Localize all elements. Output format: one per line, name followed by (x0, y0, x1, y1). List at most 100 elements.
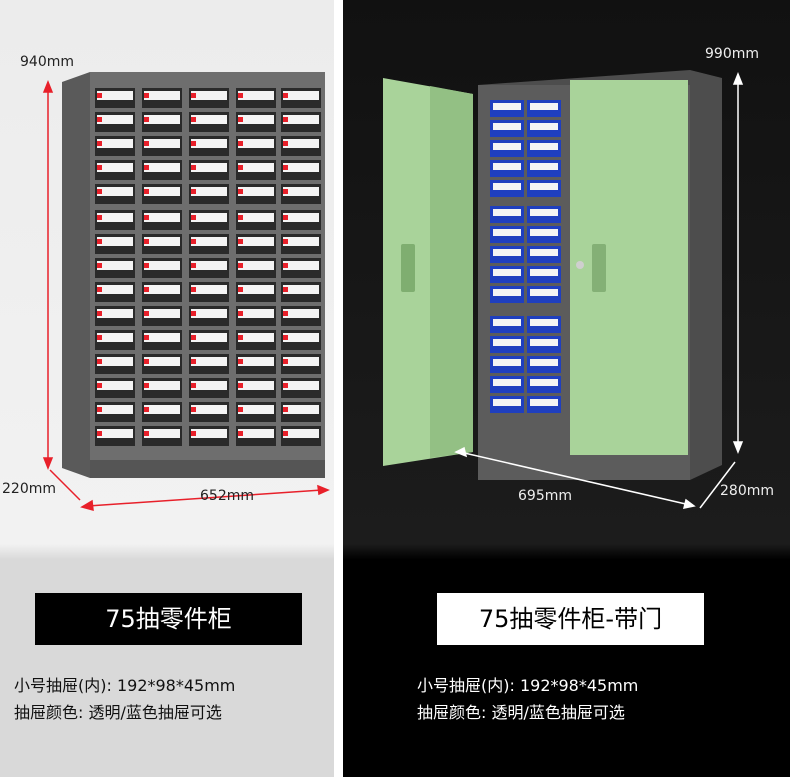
left-width-label: 652mm (200, 488, 254, 504)
drawer (95, 282, 135, 302)
drawer (281, 112, 321, 132)
drawer (527, 160, 561, 177)
drawer (236, 234, 276, 254)
drawer (490, 246, 524, 263)
drawer (490, 286, 524, 303)
drawer (95, 112, 135, 132)
right-spec-size: 小号抽屉(内): 192*98*45mm (417, 676, 639, 695)
drawer (189, 282, 229, 302)
drawer (142, 426, 182, 446)
drawer (189, 402, 229, 422)
right-depth-label: 280mm (720, 483, 774, 499)
drawer (142, 354, 182, 374)
drawer (490, 316, 524, 333)
right-product-title: 75抽零件柜-带门 (437, 593, 704, 645)
drawer (95, 136, 135, 156)
left-height-label: 940mm (20, 54, 74, 70)
drawer (527, 356, 561, 373)
drawer (490, 266, 524, 283)
drawer (236, 426, 276, 446)
drawer (527, 316, 561, 333)
drawer (281, 378, 321, 398)
drawer (281, 258, 321, 278)
drawer (527, 120, 561, 137)
drawer (95, 330, 135, 350)
drawer (490, 160, 524, 177)
drawer (236, 136, 276, 156)
drawer (236, 112, 276, 132)
left-spec-size: 小号抽屉(内): 192*98*45mm (14, 676, 236, 695)
drawer (95, 160, 135, 180)
drawer (95, 354, 135, 374)
drawer (95, 184, 135, 204)
drawer (95, 306, 135, 326)
drawer (527, 246, 561, 263)
drawer (189, 112, 229, 132)
left-spec-color: 抽屉颜色: 透明/蓝色抽屉可选 (14, 703, 222, 722)
drawer (189, 354, 229, 374)
drawer (527, 206, 561, 223)
drawer (189, 88, 229, 108)
drawer (281, 88, 321, 108)
drawer (142, 88, 182, 108)
drawer (142, 136, 182, 156)
drawer (236, 210, 276, 230)
drawer (189, 306, 229, 326)
door-cabinet-image (383, 70, 722, 480)
drawer (142, 378, 182, 398)
right-width-label: 695mm (518, 488, 572, 504)
drawer (281, 136, 321, 156)
drawer (142, 184, 182, 204)
drawer (281, 306, 321, 326)
drawer (95, 258, 135, 278)
left-dimension-lines (42, 79, 330, 512)
drawer (189, 330, 229, 350)
drawer (527, 226, 561, 243)
right-height-label: 990mm (705, 46, 759, 62)
drawer (95, 88, 135, 108)
drawer (142, 112, 182, 132)
drawer (236, 88, 276, 108)
drawer (236, 354, 276, 374)
drawer (95, 210, 135, 230)
drawer (142, 210, 182, 230)
drawer (490, 376, 524, 393)
drawer (236, 184, 276, 204)
drawer (142, 160, 182, 180)
drawer (189, 210, 229, 230)
drawer (281, 160, 321, 180)
drawer (281, 234, 321, 254)
drawer (142, 258, 182, 278)
drawer (527, 336, 561, 353)
drawer (490, 206, 524, 223)
drawer (490, 336, 524, 353)
drawer (527, 140, 561, 157)
drawer (95, 426, 135, 446)
drawer (142, 306, 182, 326)
drawer (281, 282, 321, 302)
drawer (281, 402, 321, 422)
drawer (236, 402, 276, 422)
drawer (281, 426, 321, 446)
panel-divider (334, 0, 343, 777)
drawer (236, 258, 276, 278)
drawer (236, 160, 276, 180)
left-depth-label: 220mm (2, 481, 56, 497)
drawer (142, 330, 182, 350)
drawer (236, 378, 276, 398)
drawer (527, 180, 561, 197)
drawer (95, 378, 135, 398)
drawer (236, 306, 276, 326)
drawer (490, 180, 524, 197)
drawer (527, 100, 561, 117)
drawer (142, 234, 182, 254)
drawer (189, 136, 229, 156)
drawer (236, 330, 276, 350)
drawer (189, 378, 229, 398)
drawer (189, 184, 229, 204)
left-product-title: 75抽零件柜 (35, 593, 302, 645)
drawer (490, 396, 524, 413)
right-spec-color: 抽屉颜色: 透明/蓝色抽屉可选 (417, 703, 625, 722)
drawer (281, 184, 321, 204)
